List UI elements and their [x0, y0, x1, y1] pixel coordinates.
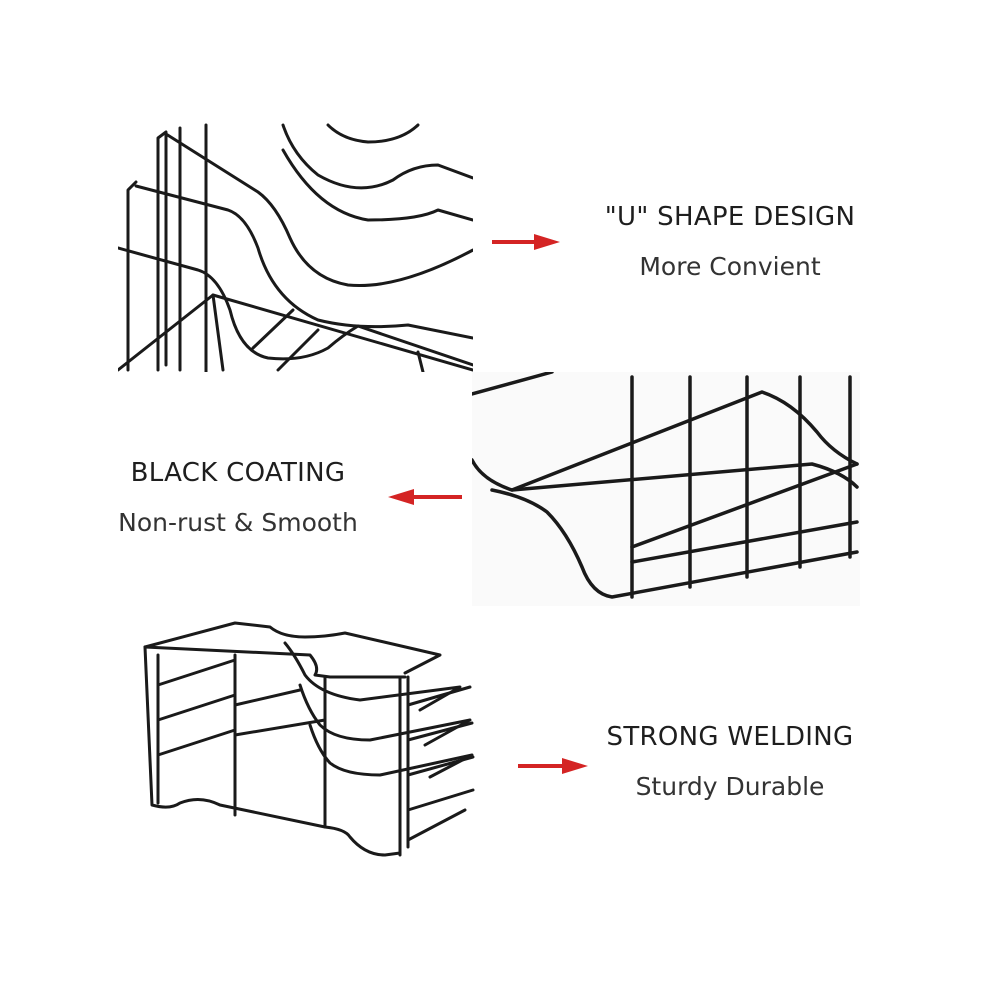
black-coating-rack-photo [472, 372, 860, 606]
feature-title: "U" SHAPE DESIGN [604, 202, 856, 232]
arrow-right-icon [492, 234, 560, 250]
u-shape-rack-illustration [118, 123, 473, 372]
strong-welding-rack-illustration [143, 621, 475, 857]
feature-subtitle: More Convient [639, 252, 821, 281]
arrow-right-icon [518, 758, 588, 774]
feature-subtitle: Sturdy Durable [635, 772, 825, 801]
feature-strong-welding: STRONG WELDING Sturdy Durable [560, 722, 900, 801]
feature-black-coating: BLACK COATING Non-rust & Smooth [68, 458, 408, 537]
black-coating-rack-illustration [472, 372, 859, 599]
feature-u-shape: "U" SHAPE DESIGN More Convient [560, 202, 900, 281]
u-shape-rack-photo [118, 120, 473, 372]
arrow-left-icon [388, 489, 462, 505]
strong-welding-rack-photo [130, 615, 480, 870]
feature-subtitle: Non-rust & Smooth [118, 508, 358, 537]
feature-title: BLACK COATING [130, 458, 346, 488]
feature-title: STRONG WELDING [606, 722, 854, 752]
